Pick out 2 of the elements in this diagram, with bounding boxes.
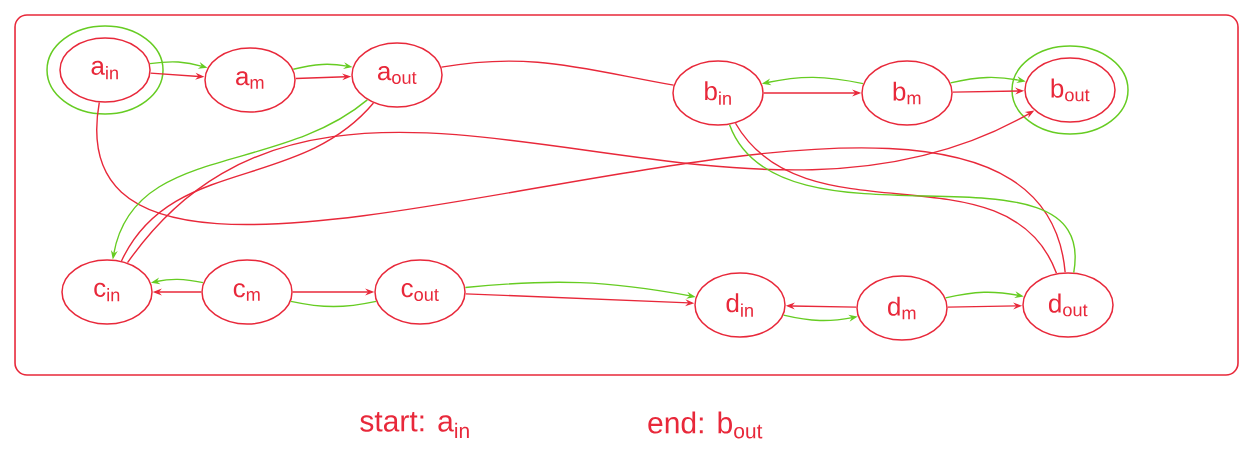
- note-text: start: a$_{in}$: [360, 411, 469, 438]
- note-text: end: b$_{out}$: [648, 411, 763, 439]
